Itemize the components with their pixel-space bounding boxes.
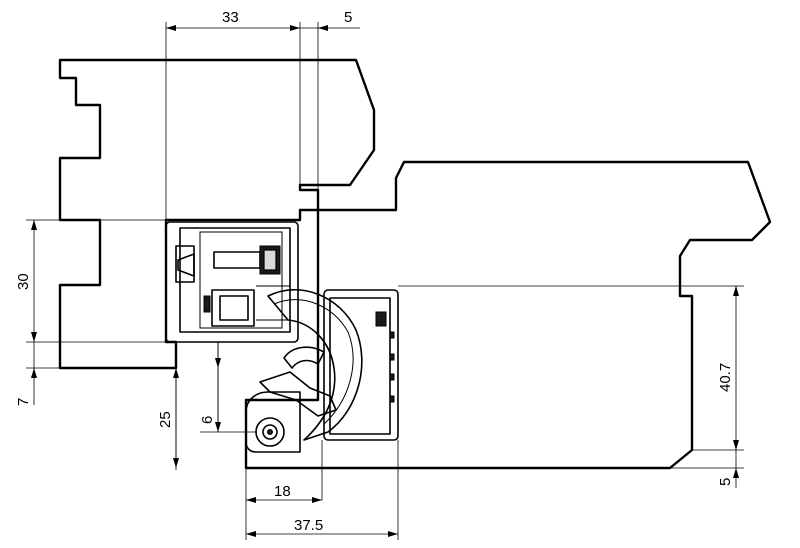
frame-profile (58, 58, 376, 370)
dim-pin-offset: 6 (199, 416, 216, 424)
dim-bottom-inner: 18 (274, 483, 291, 500)
dim-top-width: 33 (222, 9, 239, 26)
dim-right-height: 40.7 (717, 363, 734, 392)
door-hinge-housing (323, 289, 399, 441)
dim-bottom-outer: 37.5 (294, 517, 323, 534)
pivot-pin-inner (262, 424, 278, 440)
hinge-arm (267, 288, 363, 441)
frame-hinge-housing (165, 221, 299, 343)
door-leaf-profile (244, 160, 772, 470)
dim-hinge-height: 25 (157, 411, 174, 428)
dim-top-gap: 5 (344, 9, 352, 26)
adjustment-screw (213, 251, 261, 269)
dim-left-offset: 7 (15, 398, 32, 406)
frame-hinge-body (179, 227, 291, 333)
dim-left-height: 30 (15, 273, 32, 290)
dim-right-offset: 5 (717, 478, 734, 486)
